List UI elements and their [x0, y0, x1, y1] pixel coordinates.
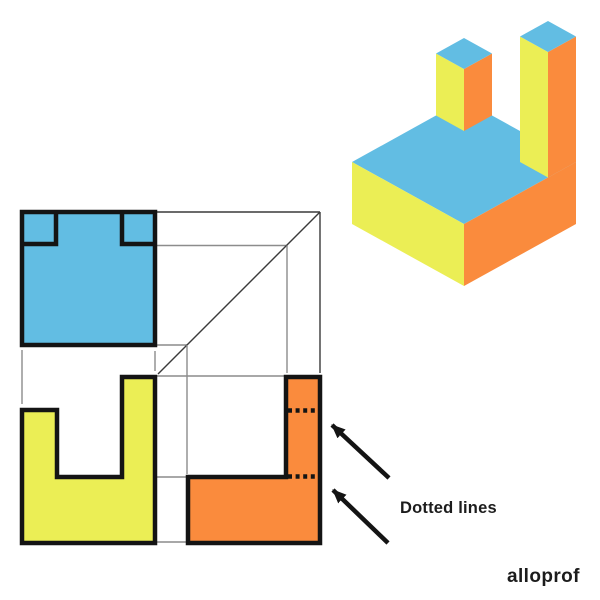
- front-view-outline: [19, 374, 158, 546]
- alloprof-logo: alloprof: [507, 566, 580, 587]
- construction-lines: [21, 211, 321, 543]
- iso-tall-prong-front-face: [520, 36, 548, 178]
- iso-tall-prong-top-face: [520, 21, 576, 52]
- dotted-lines-label: Dotted lines: [400, 499, 497, 517]
- iso-short-prong-top-face: [436, 38, 492, 69]
- side-view: [185, 374, 323, 546]
- iso-tall-prong-right-face: [548, 36, 576, 178]
- iso-short-prong-front-face: [436, 53, 464, 131]
- arrow-to-lower-dotted-line: [331, 488, 390, 545]
- front-view: [19, 374, 158, 546]
- side-view-outline: [185, 374, 323, 546]
- iso-short-prong-right-face: [464, 53, 492, 131]
- top-view-outline: [19, 209, 158, 348]
- top-view: [19, 209, 158, 348]
- arrow-to-upper-dotted-line: [330, 423, 391, 480]
- annotation-arrows: [330, 423, 391, 545]
- iso-base-front-face: [352, 162, 464, 286]
- isometric-view: [352, 21, 576, 286]
- top-view-right-notch: [119, 212, 155, 247]
- miter-diagonal-line: [157, 211, 321, 375]
- top-view-left-notch: [22, 212, 59, 247]
- iso-base-right-face: [464, 162, 576, 286]
